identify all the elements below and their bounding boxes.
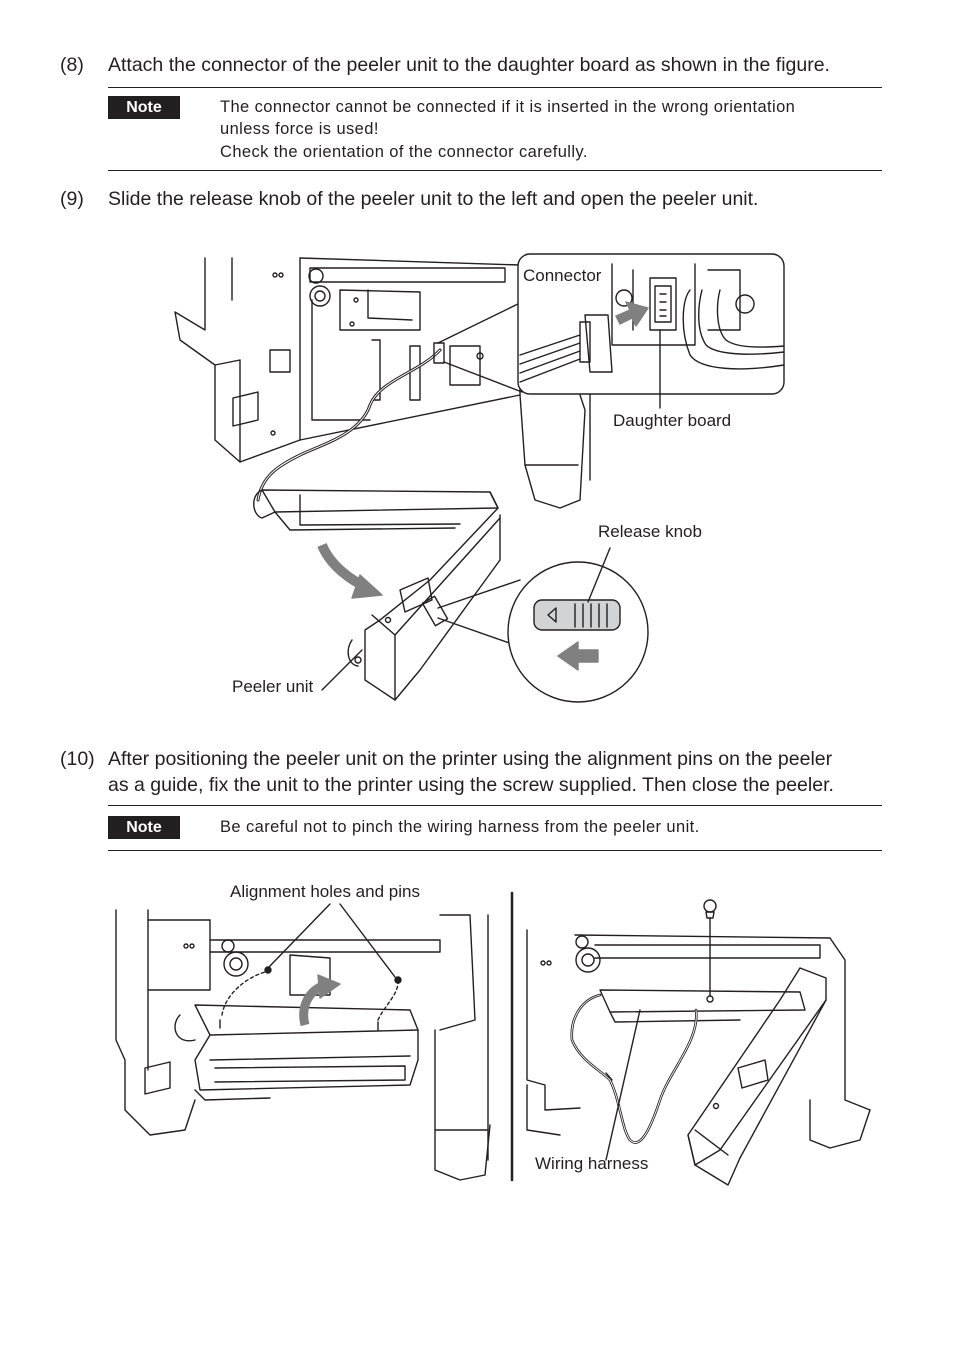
note-box: Note The connector cannot be connected i… bbox=[108, 87, 882, 171]
step-text: Attach the connector of the peeler unit … bbox=[108, 54, 830, 76]
alignment-label: Alignment holes and pins bbox=[230, 882, 420, 901]
step-text: Slide the release knob of the peeler uni… bbox=[108, 188, 759, 210]
note-box: Note Be careful not to pinch the wiring … bbox=[108, 805, 882, 851]
peeler-unit-label: Peeler unit bbox=[232, 677, 314, 696]
note-badge: Note bbox=[108, 816, 180, 839]
daughter-board-label: Daughter board bbox=[613, 411, 732, 430]
step-text: as a guide, fix the unit to the printer … bbox=[108, 774, 834, 796]
step-number: (10) bbox=[60, 748, 95, 770]
step-text: After positioning the peeler unit on the… bbox=[108, 748, 833, 770]
note-line: unless force is used! bbox=[220, 120, 379, 138]
note-line: Be careful not to pinch the wiring harne… bbox=[220, 818, 700, 836]
connector-label: Connector bbox=[523, 266, 602, 285]
step-number: (9) bbox=[60, 188, 84, 210]
note-badge: Note bbox=[108, 96, 180, 119]
step-number: (8) bbox=[60, 54, 84, 76]
wiring-harness-label: Wiring harness bbox=[535, 1154, 649, 1173]
release-knob-label: Release knob bbox=[598, 522, 702, 541]
note-line: The connector cannot be connected if it … bbox=[220, 98, 796, 116]
note-line: Check the orientation of the connector c… bbox=[220, 143, 588, 161]
